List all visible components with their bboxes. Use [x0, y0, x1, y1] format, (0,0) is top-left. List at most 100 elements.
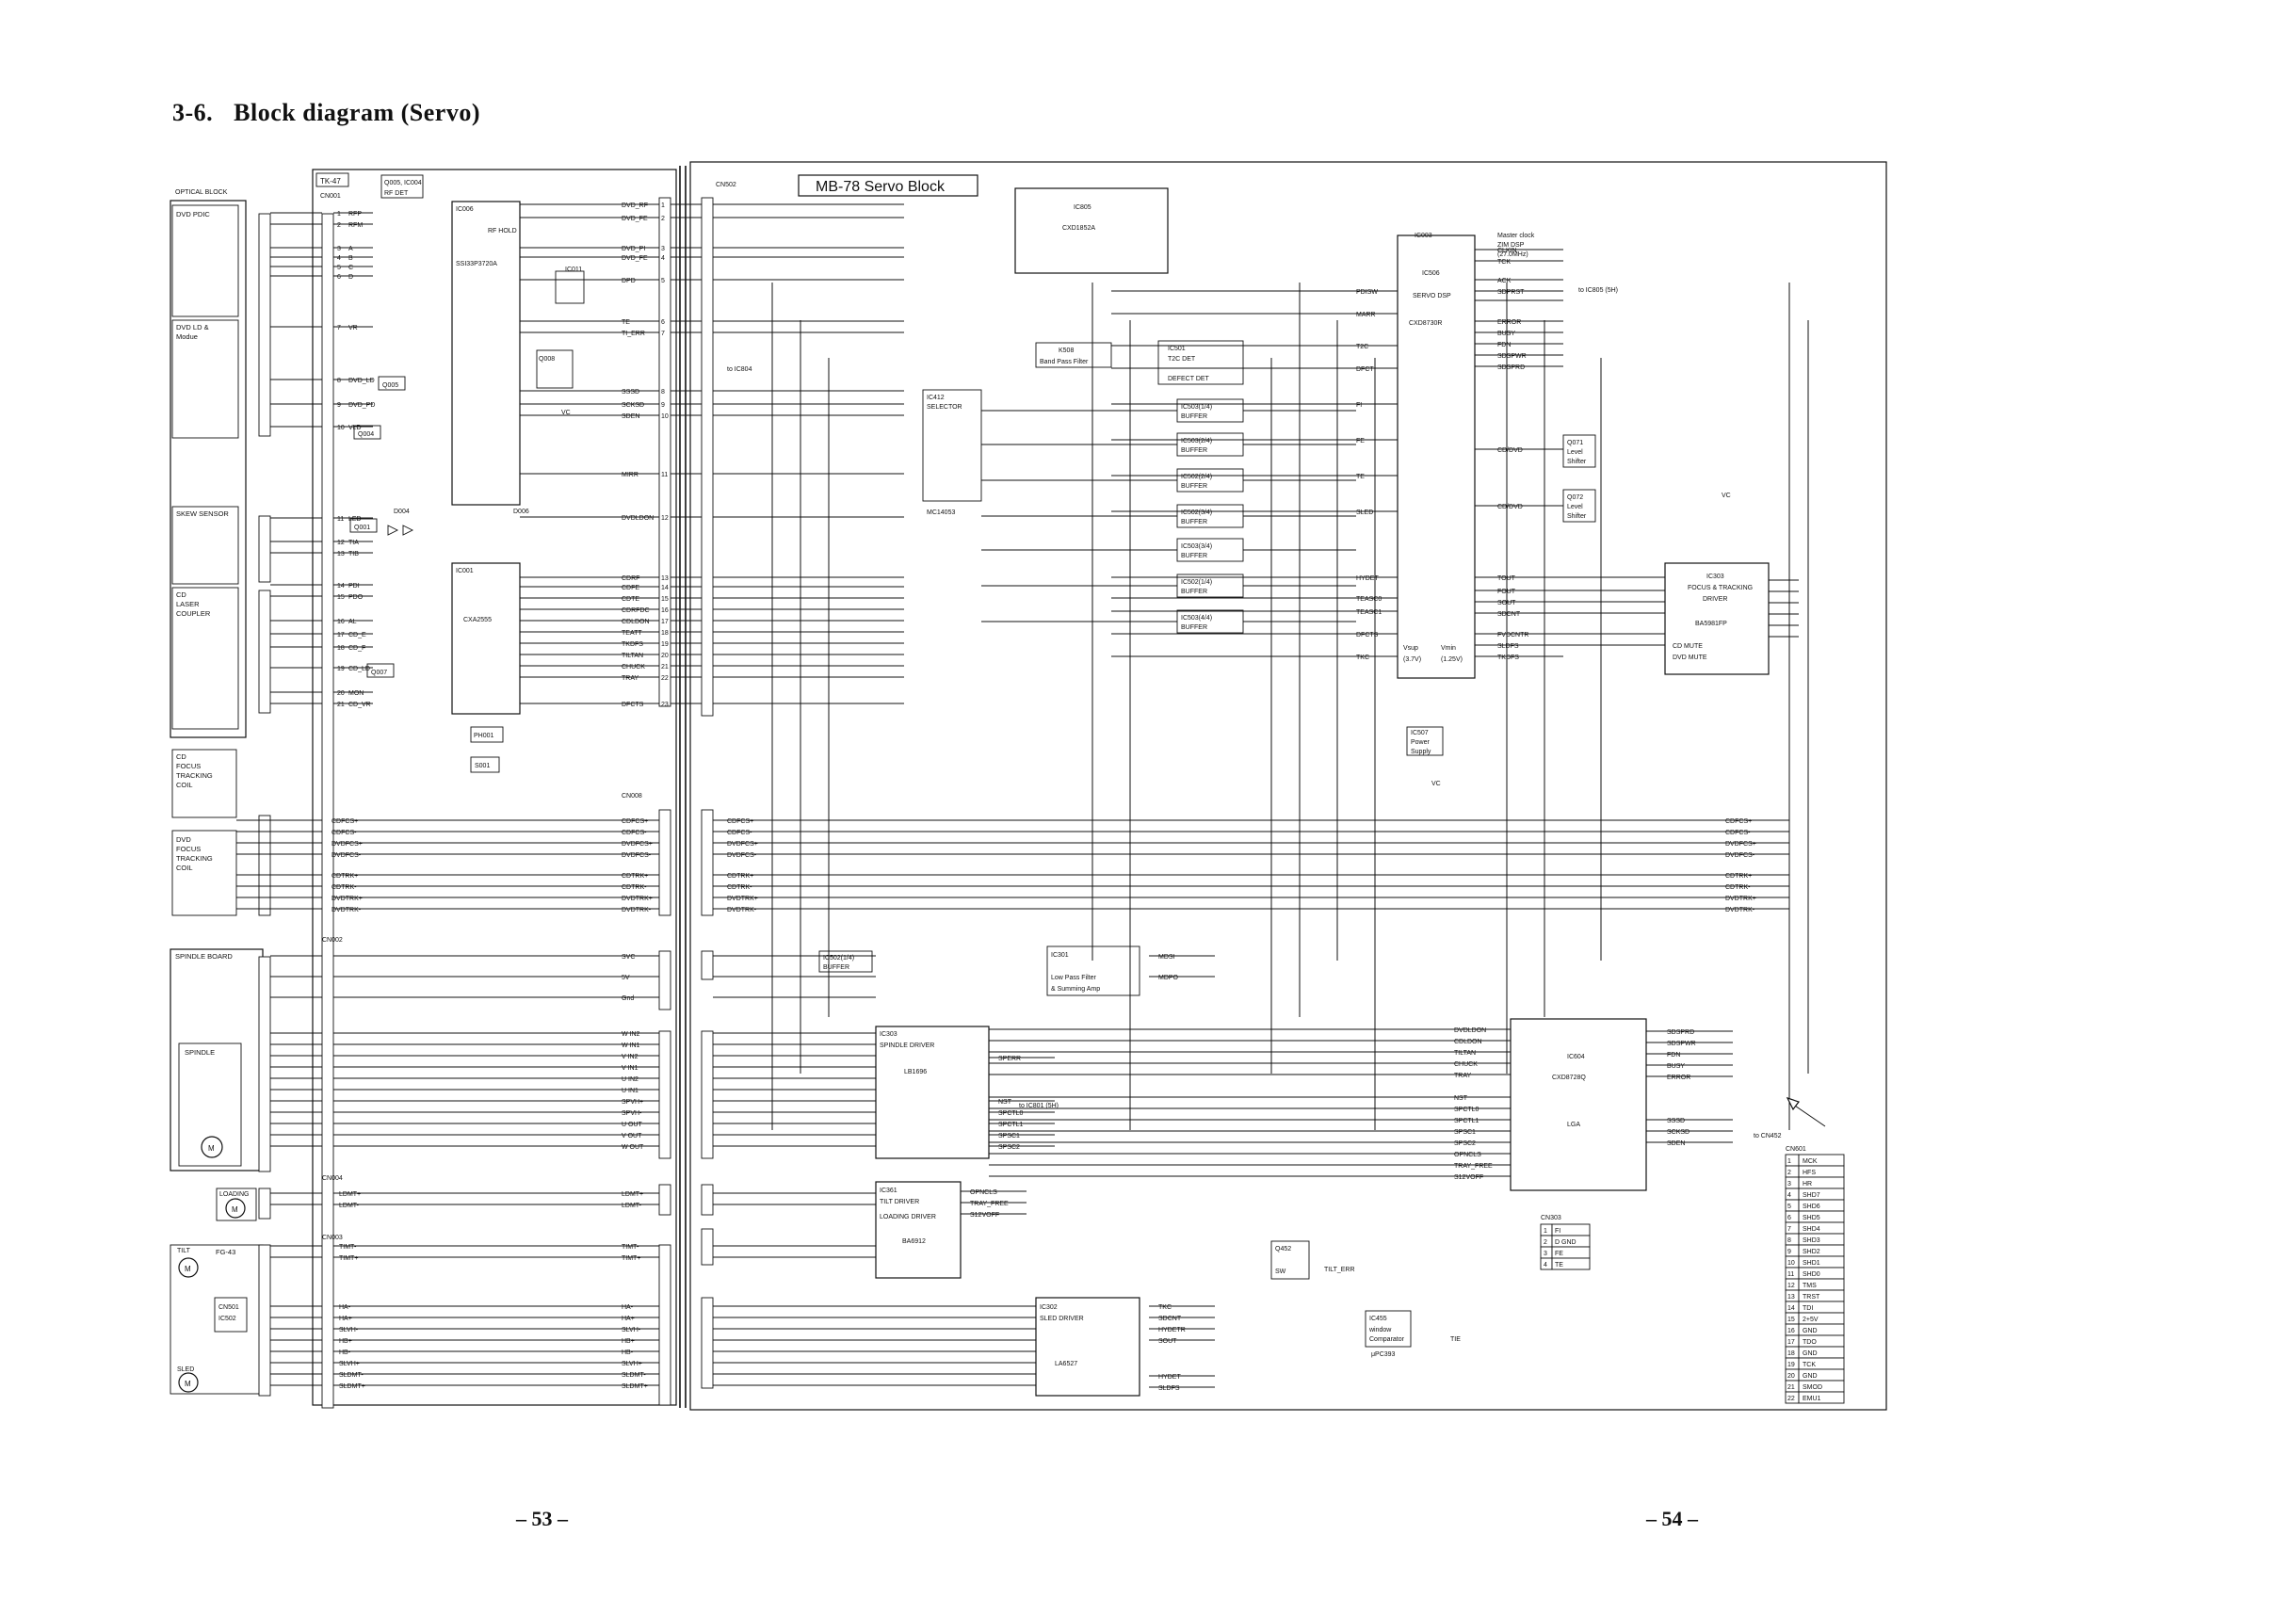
- dsp-right-pin: ERROR: [1497, 319, 1521, 326]
- tk47-title: TK-47: [320, 177, 341, 186]
- mb78-left-strip-7: [701, 1297, 714, 1389]
- cn601-pin-name: EMU1: [1803, 1396, 1821, 1402]
- vsup-value: (3.7V): [1403, 656, 1421, 663]
- optical-block-label: OPTICAL BLOCK: [175, 189, 228, 196]
- tk47-out-pin-number: 20: [661, 653, 669, 659]
- ic361-label: IC361: [880, 1188, 897, 1194]
- lga-left-pin: SPCTL0: [1454, 1107, 1479, 1113]
- q008-block: [536, 349, 574, 389]
- ic455-window-comparator: [1365, 1310, 1412, 1348]
- dsp-left-pin: DFCTS: [1356, 632, 1379, 638]
- cn601-pin-number: 9: [1787, 1249, 1791, 1255]
- tk47-in-pin-number: 4: [337, 255, 341, 262]
- cn502-label: CN502: [716, 182, 736, 188]
- lga-left-pin: SPCTL1: [1454, 1118, 1479, 1124]
- tk47-in-signal: PDO: [348, 594, 364, 601]
- coil-signal-tk47: CDFCS-: [331, 830, 357, 836]
- cd-laser-label-3: COUPLER: [176, 609, 211, 618]
- tk47-in-signal: RFP: [348, 211, 362, 218]
- d004-label: D004: [394, 509, 410, 515]
- k508-label: K508: [1059, 347, 1074, 354]
- dsp-right-pin: SDSPWR: [1497, 353, 1527, 360]
- spindle-signal-tk47: SPVH+: [622, 1099, 643, 1106]
- driver-signal: HYDETR: [1158, 1327, 1186, 1333]
- selector-label: SELECTOR: [927, 404, 962, 411]
- tk47-in-pin-number: 7: [337, 325, 341, 331]
- s001-label: S001: [475, 763, 490, 769]
- loading-signal-tk47: LDMT+: [339, 1191, 361, 1198]
- buffer-block-label: IC502(1/4): [1181, 579, 1212, 586]
- ic501-label: IC501: [1168, 346, 1186, 352]
- tk47-out-pin-number: 23: [661, 702, 669, 708]
- spindle-signal-tk47: Gnd: [622, 995, 634, 1002]
- ba6912-label: BA6912: [902, 1238, 926, 1245]
- cn601-pin-name: TCK: [1803, 1362, 1816, 1368]
- signal-wiring: [236, 203, 1826, 1388]
- cn303-pin-number: 3: [1544, 1251, 1547, 1257]
- mb78-function-blocks: K508 Band Pass Filter IC501 T2C DET DEFE…: [727, 233, 1782, 1397]
- ic303-vc: VC: [1722, 493, 1731, 499]
- tk47-in-signal: TIB: [348, 551, 359, 558]
- loading-signal-tk47: LDMT-: [339, 1203, 360, 1209]
- cn303-pin-name: TE: [1555, 1262, 1563, 1269]
- tk47-in-pin-number: 3: [337, 246, 341, 252]
- cd-focus-label-2: FOCUS: [176, 762, 201, 770]
- coil-signal-tk47-out: DVDFCS-: [622, 852, 652, 859]
- tilt-motor-icon: [178, 1257, 199, 1278]
- page-number-left: – 53 –: [516, 1507, 568, 1530]
- cn601-pin-number: 17: [1787, 1339, 1795, 1346]
- sled-signal-tk47: HB-: [339, 1349, 351, 1356]
- lga-pin-labels: DVDLDONCDLDONTILTANCHUCKTRAYNSTSPCTL0SPC…: [1454, 1027, 1696, 1181]
- cn601-pin-name: SHD2: [1803, 1249, 1820, 1255]
- tk47-out-pin-number: 18: [661, 630, 669, 637]
- tk47-in-pin-number: 15: [337, 594, 345, 601]
- tk47-out-signal: CHUCK: [622, 664, 645, 671]
- tk47-right-strip-6: [658, 1244, 671, 1406]
- spindle-signal-tk47: SVC: [622, 954, 635, 961]
- coil-signal-tk47: DVDTRK-: [331, 907, 362, 913]
- coil-signal-mb78-in: DVDFCS-: [727, 852, 757, 859]
- tk47-in-signal: DVD_PD: [348, 402, 375, 409]
- lga-left-pin: OPNCLS: [1454, 1152, 1481, 1158]
- dsp-left-pin: PDISW: [1356, 289, 1378, 296]
- spindle-board-label: SPINDLE BOARD: [175, 952, 233, 961]
- coil-signal-tk47-out: CDTRK+: [622, 873, 648, 880]
- tk47-out-pin-number: 1: [661, 202, 665, 209]
- tk47-out-pin-number: 21: [661, 664, 669, 671]
- tk47-in-signal: A: [348, 246, 353, 252]
- tk47-out-pin-number: 9: [661, 402, 665, 409]
- ic412-selector: [922, 389, 982, 502]
- coil-signal-labels-right: CDFCS+CDFCS+CDFCS-CDFCS-DVDFCS+DVDFCS+DV…: [727, 818, 1756, 913]
- ic003-label: IC003: [1415, 233, 1432, 239]
- bpf-label: Band Pass Filter: [1040, 359, 1089, 365]
- dvd-pdic-block: [171, 204, 239, 317]
- lb1696-label: LB1696: [904, 1069, 927, 1075]
- sled-signal-tk47: HA-: [339, 1304, 351, 1311]
- tk47-out-signal: SCKSD: [622, 402, 644, 409]
- tk47-out-signal: CDRFDC: [622, 607, 650, 614]
- to-ic805: to IC805 (5H): [1578, 287, 1618, 294]
- buffer-block-type: BUFFER: [1181, 624, 1207, 631]
- spindle-signal-tk47: SPVH-: [622, 1110, 642, 1117]
- tk47-out-signal: TEATT: [622, 630, 642, 637]
- coil-signal-mb78-out: DVDTRK+: [1725, 896, 1756, 902]
- sw-label: SW: [1275, 1269, 1286, 1275]
- tk47-in-pin-number: 14: [337, 583, 345, 590]
- ic506-servo-dsp: [1397, 234, 1476, 679]
- lga-right-pin: SCKSD: [1667, 1129, 1690, 1136]
- s001-block: [470, 756, 500, 773]
- cn601-pin-number: 6: [1787, 1215, 1791, 1221]
- coil-signal-mb78-in: CDTRK+: [727, 873, 753, 880]
- cn601-pin-number: 5: [1787, 1204, 1791, 1210]
- loading-signal-tk47-out: LDMT+: [622, 1191, 643, 1198]
- tk47-in-signal: D: [348, 274, 353, 281]
- cn601-pin-name: TDI: [1803, 1305, 1813, 1312]
- dsp-right-pin: CD/DVD: [1497, 447, 1523, 454]
- coil-signal-mb78-in: CDTRK-: [727, 884, 752, 891]
- rf-det-part: Q005, IC004: [384, 180, 422, 186]
- ic302-sled-driver: [1035, 1297, 1140, 1397]
- buffer-block-label: IC502(2/4): [1181, 474, 1212, 480]
- upc393-label: μPC393: [1371, 1351, 1396, 1358]
- lga-left-pin: SPSC2: [1454, 1140, 1476, 1147]
- cn601-pin-name: GND: [1803, 1350, 1818, 1357]
